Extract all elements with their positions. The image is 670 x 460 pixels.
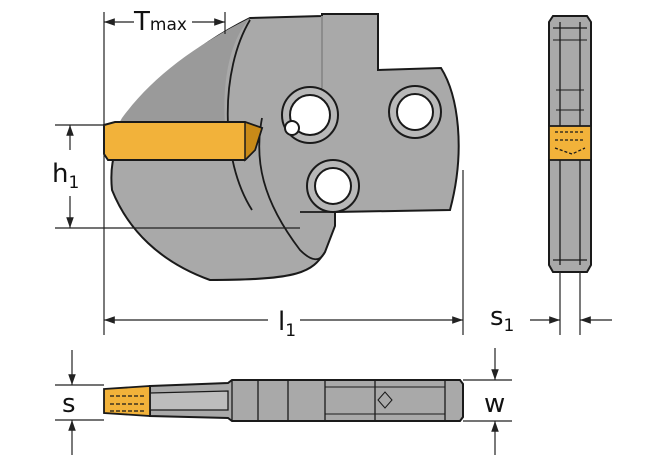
- slot-relief-hole: [284, 120, 300, 136]
- top-view: [103, 379, 464, 422]
- dim-tmax: Tmax: [104, 7, 225, 37]
- h1-label: h1: [52, 159, 79, 193]
- s1-label: s1: [490, 302, 514, 336]
- tmax-label: Tmax: [133, 7, 187, 37]
- dim-w: w: [463, 348, 512, 455]
- dim-l1: l1: [104, 307, 463, 341]
- dim-s: s: [55, 350, 104, 455]
- s-label: s: [62, 389, 76, 419]
- dim-s1: s1: [490, 272, 612, 336]
- inner-arc: [226, 19, 253, 211]
- w-label: w: [484, 389, 505, 419]
- dim-h1: h1: [52, 125, 79, 228]
- l1-label: l1: [278, 307, 296, 341]
- top-insert: [103, 385, 151, 417]
- clamp-hole: [289, 94, 331, 136]
- side-view: [103, 13, 460, 282]
- top-body: [149, 379, 464, 422]
- front-view: [548, 15, 592, 273]
- mount-hole-1: [396, 93, 434, 131]
- cutting-insert: [103, 121, 264, 161]
- reference-lines: [55, 12, 464, 335]
- inner-arc-lower: [258, 117, 326, 261]
- front-insert: [548, 125, 592, 161]
- mount-hole-2: [314, 167, 352, 205]
- insert-seat: [244, 120, 263, 162]
